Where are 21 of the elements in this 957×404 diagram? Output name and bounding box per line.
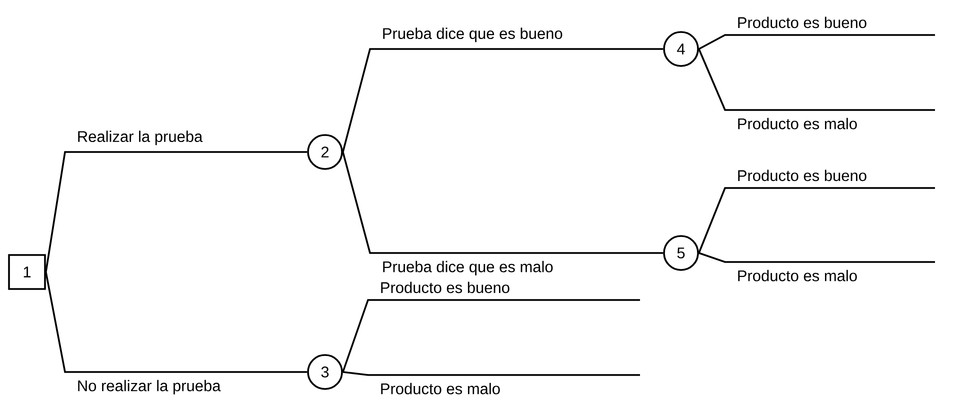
branch-line — [698, 34, 936, 50]
branch-line — [342, 152, 664, 254]
edge-label: No realizar la prueba — [78, 380, 221, 394]
edge-label: Realizar la prueba — [78, 130, 203, 146]
edge-label: Producto es bueno — [738, 16, 866, 28]
branch-line — [342, 371, 640, 376]
branch-line — [45, 151, 308, 272]
branch-line — [342, 48, 664, 152]
edge-label: Producto es malo — [381, 382, 500, 394]
branch-line — [698, 252, 936, 263]
branch-line — [698, 48, 936, 111]
edge-label: Prueba dice que es bueno — [383, 28, 562, 42]
branch-line — [698, 187, 936, 254]
edge-label: Producto es malo — [738, 118, 857, 130]
branch-line — [45, 272, 308, 373]
edge-label: Producto es bueno — [738, 170, 866, 182]
edge-label: Producto es malo — [738, 270, 857, 282]
edge-label: Prueba dice que es malo — [383, 260, 553, 276]
decision-box: 1 — [8, 254, 46, 290]
edge-label: Producto es bueno — [381, 282, 510, 294]
branch-line — [342, 299, 640, 372]
